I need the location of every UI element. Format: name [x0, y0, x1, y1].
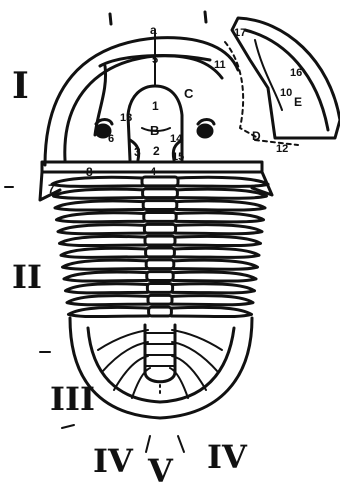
label-2: 2 — [153, 144, 160, 158]
axial-ring — [146, 260, 174, 269]
pleural-segment-left — [66, 284, 148, 293]
pleural-segment-right — [174, 260, 258, 269]
label-14: 14 — [170, 133, 183, 145]
label-12: 12 — [276, 143, 288, 155]
label-6: 6 — [108, 133, 114, 145]
label-b: B — [150, 123, 159, 138]
pleural-segment-left — [61, 248, 146, 257]
pleural-segment-right — [177, 201, 265, 210]
palpebral-lobe-left — [96, 120, 112, 125]
eye-right — [198, 125, 212, 137]
terminus-tick-left — [146, 436, 150, 452]
terminus-tick-right — [178, 436, 184, 452]
pleural-segment-left — [64, 272, 147, 281]
pleural-segment-right — [173, 284, 255, 293]
pygidial-rib — [172, 342, 218, 372]
axial-ring — [143, 189, 178, 198]
label-a: a — [150, 23, 157, 37]
top-tick-right — [205, 12, 206, 22]
axial-ring — [147, 272, 173, 281]
pygidial-rib — [170, 368, 188, 398]
pygidial-rib — [172, 330, 222, 350]
free-cheek-outline — [232, 18, 340, 138]
label-8: 8 — [86, 165, 93, 179]
label-17: 17 — [234, 27, 246, 39]
region-label-left-pleural: IV — [93, 442, 134, 480]
pleural-segment-left — [54, 189, 143, 198]
pleural-segment-right — [176, 225, 262, 234]
pleural-segment-right — [176, 213, 263, 222]
label-13: 13 — [120, 112, 132, 124]
pleural-segment-right — [171, 307, 251, 316]
region-label-thorax: II — [12, 258, 42, 296]
pygidial-rib — [102, 342, 148, 372]
pleural-segment-left — [63, 260, 147, 269]
pleural-segment-right — [178, 177, 268, 186]
label-4: 4 — [150, 166, 157, 178]
axial-ring — [147, 284, 172, 293]
label-e: E — [294, 95, 302, 109]
pleural-segment-left — [55, 201, 143, 210]
pleural-segment-left — [57, 213, 144, 222]
pleural-segment-left — [60, 236, 146, 245]
pygidial-rib — [132, 368, 150, 398]
region-label-cephalon: I — [12, 65, 29, 107]
pleural-segment-right — [175, 236, 261, 245]
pleural-segment-left — [58, 225, 144, 234]
label-16: 16 — [290, 67, 302, 79]
label-11: 11 — [214, 59, 226, 71]
label-15: 15 — [172, 151, 184, 163]
axial-ring — [149, 307, 172, 316]
pygidial-rib — [98, 330, 148, 350]
pleural-segment-right — [172, 296, 253, 305]
divider-tick-3 — [62, 425, 74, 428]
label-c: C — [184, 86, 194, 101]
region-label-terminus: V — [147, 452, 174, 488]
pleural-segment-left — [69, 307, 149, 316]
palpebral-lobe-right — [198, 120, 214, 125]
axial-ring — [146, 248, 175, 257]
region-label-right-pleural: IV — [207, 438, 248, 476]
axial-ring — [144, 224, 175, 233]
label-3: 3 — [134, 145, 141, 159]
region-label-pygidium: III — [50, 380, 95, 418]
pleural-segment-right — [177, 189, 266, 198]
label-1: 1 — [152, 99, 159, 113]
axial-ring — [142, 177, 178, 186]
pleural-segment-right — [173, 272, 256, 281]
label-d: D — [252, 129, 261, 143]
axial-ring — [145, 236, 175, 245]
axial-ring — [144, 213, 176, 222]
pleural-segment-left — [67, 296, 148, 305]
axial-ring — [143, 201, 177, 210]
axial-ring — [148, 295, 172, 304]
pleural-segment-left — [52, 177, 142, 186]
free-cheek-inner — [245, 30, 328, 130]
pleural-segment-right — [174, 248, 259, 257]
label-5: 5 — [152, 54, 158, 66]
label-10: 10 — [280, 87, 292, 99]
top-tick-left — [110, 14, 111, 24]
label-7: 7 — [48, 182, 55, 196]
cephalon-inner-border — [65, 56, 222, 160]
